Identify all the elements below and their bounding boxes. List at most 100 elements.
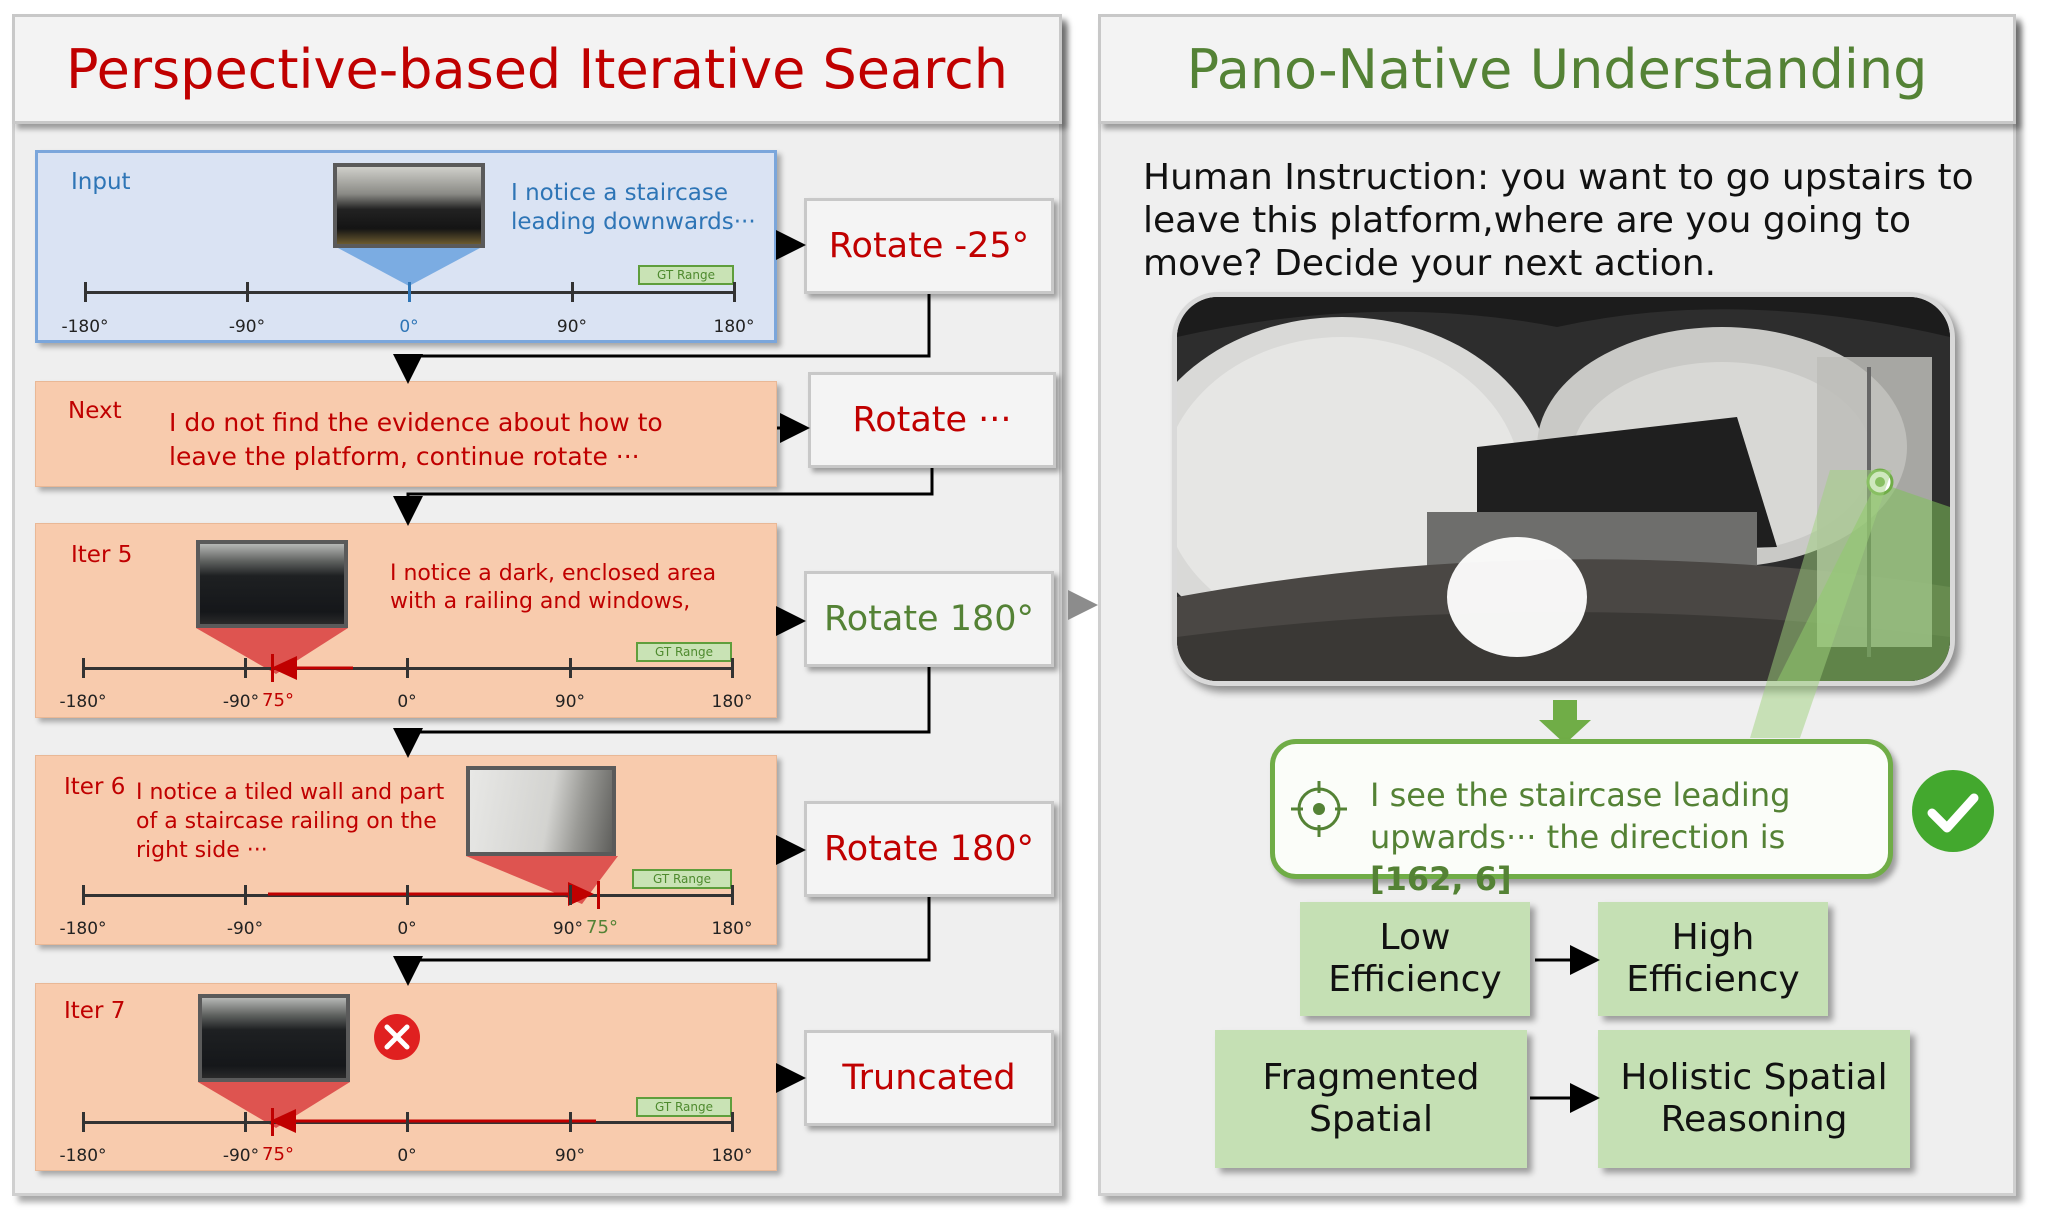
iter6-step: Iter 6 I notice a tiled wall and part of… xyxy=(35,755,777,945)
comparison-to: High Efficiency xyxy=(1598,902,1828,1016)
comparison-to: Holistic Spatial Reasoning xyxy=(1598,1030,1910,1168)
marker-tick xyxy=(271,654,274,682)
tick-label: -90° xyxy=(226,919,264,939)
tick-label: -90° xyxy=(222,1146,260,1166)
comparison-label: Low Efficiency xyxy=(1328,917,1502,1000)
arrow-left-icon xyxy=(271,656,353,680)
tick-label: -180° xyxy=(59,692,107,712)
tick-label: 180° xyxy=(713,317,755,337)
action-box: Rotate 180° xyxy=(804,571,1054,667)
gt-range: GT Range xyxy=(636,1097,732,1117)
step-label: Iter 7 xyxy=(64,998,126,1024)
comparison-from: Fragmented Spatial xyxy=(1215,1030,1527,1168)
axis-tick xyxy=(731,885,734,905)
comparison-label: Fragmented Spatial xyxy=(1262,1057,1480,1140)
axis-tick xyxy=(82,885,85,905)
tick-label: 180° xyxy=(711,692,753,712)
direction-beam xyxy=(1750,470,1892,738)
tick-label: 90° xyxy=(552,919,584,939)
answer-prefix: I see the staircase leading upwards··· t… xyxy=(1370,776,1791,856)
arrow-right-icon xyxy=(268,882,594,906)
tick-label: -180° xyxy=(61,317,109,337)
marker-label: 75° xyxy=(262,690,294,711)
view-cone xyxy=(338,248,480,286)
perspective-thumbnail xyxy=(466,766,616,856)
gt-range: GT Range xyxy=(638,265,734,285)
perspective-thumbnail xyxy=(198,994,350,1082)
action-box: Truncated xyxy=(804,1030,1054,1126)
view-cone xyxy=(198,1082,350,1128)
cross-icon xyxy=(374,1014,420,1060)
tick-label: 0° xyxy=(397,919,417,939)
tick-label: 0° xyxy=(397,1146,417,1166)
panel-arrow xyxy=(1068,590,1098,620)
answer-coords: [162, 6] xyxy=(1370,860,1512,898)
tick-label: -90° xyxy=(222,692,260,712)
left-title: Perspective-based Iterative Search xyxy=(12,14,1062,124)
axis-tick xyxy=(731,658,734,678)
tick-label: 90° xyxy=(554,1146,586,1166)
axis-tick xyxy=(406,885,409,905)
next-step: Next I do not find the evidence about ho… xyxy=(35,381,777,487)
step-label: Next xyxy=(68,398,122,424)
axis-tick xyxy=(244,658,247,678)
perspective-thumbnail xyxy=(196,540,348,628)
arrow-down-icon xyxy=(1539,700,1591,744)
axis-tick xyxy=(569,885,572,905)
axis-tick xyxy=(408,282,411,302)
right-title: Pano-Native Understanding xyxy=(1098,14,2016,124)
axis-tick xyxy=(571,282,574,302)
target-icon xyxy=(1291,781,1347,837)
tick-label: 90° xyxy=(554,692,586,712)
marker-tick xyxy=(271,1108,274,1136)
human-instruction: Human Instruction: you want to go upstai… xyxy=(1143,157,1974,284)
step-label: Iter 5 xyxy=(71,542,133,568)
marker-label: 75° xyxy=(586,917,618,938)
perspective-thumbnail xyxy=(333,163,485,248)
gt-range: GT Range xyxy=(636,642,732,662)
action-box: Rotate 180° xyxy=(804,801,1054,897)
model-answer: I see the staircase leading upwards··· t… xyxy=(1270,739,1893,898)
check-icon xyxy=(1912,770,1994,852)
comparison-label: Holistic Spatial Reasoning xyxy=(1620,1057,1888,1140)
arrow-left-icon xyxy=(270,1109,596,1133)
axis-tick xyxy=(406,1112,409,1132)
tick-label: 0° xyxy=(397,692,417,712)
step-thought: I notice a staircase leading downwards··… xyxy=(511,180,756,235)
answer-text: I see the staircase leading upwards··· t… xyxy=(1370,774,1888,900)
axis-tick xyxy=(246,282,249,302)
axis-tick xyxy=(244,1112,247,1132)
input-step: Input I notice a staircase leading downw… xyxy=(35,150,777,343)
tick-label: -180° xyxy=(59,1146,107,1166)
marker-label: 75° xyxy=(262,1144,294,1165)
axis-tick xyxy=(731,1112,734,1132)
tick-label: 90° xyxy=(556,317,588,337)
step-label: Input xyxy=(71,169,131,195)
tick-label: -90° xyxy=(228,317,266,337)
step-thought: I notice a tiled wall and part of a stai… xyxy=(136,780,445,863)
step-thought: I do not find the evidence about how to … xyxy=(169,408,663,471)
axis-tick xyxy=(84,282,87,302)
axis-tick xyxy=(82,658,85,678)
tick-label: -180° xyxy=(59,919,107,939)
iter7-step: Iter 7 GT Range -180° -90° 75° 0° 90° 18… xyxy=(35,983,777,1171)
tick-label: 180° xyxy=(711,1146,753,1166)
axis-tick xyxy=(569,658,572,678)
gt-range: GT Range xyxy=(632,869,732,889)
action-box: Rotate -25° xyxy=(804,198,1054,294)
axis-tick xyxy=(406,658,409,678)
comparison-from: Low Efficiency xyxy=(1300,902,1530,1016)
step-thought: I notice a dark, enclosed area with a ra… xyxy=(390,561,717,614)
step-label: Iter 6 xyxy=(64,774,126,800)
tick-label: 0° xyxy=(399,317,419,337)
iter5-step: Iter 5 I notice a dark, enclosed area wi… xyxy=(35,523,777,718)
comparison-label: High Efficiency xyxy=(1626,917,1800,1000)
axis-tick xyxy=(82,1112,85,1132)
axis-tick xyxy=(244,885,247,905)
view-cone xyxy=(196,628,348,674)
axis-tick xyxy=(569,1112,572,1132)
axis-tick xyxy=(733,282,736,302)
tick-label: 180° xyxy=(711,919,753,939)
